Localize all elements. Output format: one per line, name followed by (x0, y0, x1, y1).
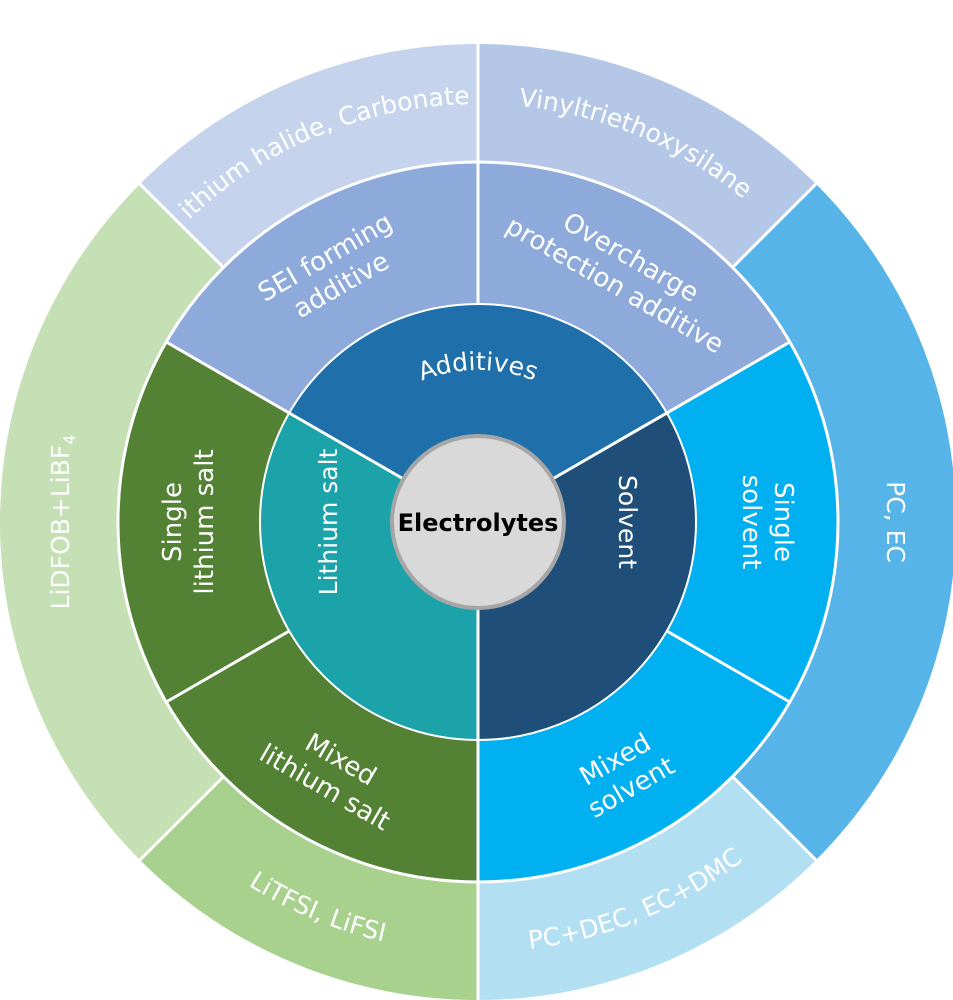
example-label-single-salt: LiDFOB+LiBF4 (46, 435, 79, 610)
ring-dividers (116, 44, 840, 1000)
divider-line (138, 182, 225, 269)
example-sector-single-salt (0, 184, 224, 860)
divider-line (165, 629, 290, 704)
center-circle (390, 434, 566, 610)
subtype-sector-single-salt (117, 342, 290, 702)
example-sector-sei (140, 44, 478, 268)
subtypes-ring (117, 162, 838, 882)
divider-line (731, 182, 818, 269)
subtype-label-single-solvent: Singlesolvent (736, 475, 798, 570)
category-sector-solvent (478, 413, 696, 740)
divider-line (731, 775, 818, 862)
category-label-lithium-salt: Lithium salt (314, 448, 343, 595)
example-sector-overcharge (478, 44, 816, 268)
example-sector-mixed-solvent (478, 776, 816, 1000)
subtype-sector-sei (166, 162, 479, 413)
category-sector-lithium-salt (260, 413, 478, 740)
subtype-label-single-salt: Singlelithium salt (158, 449, 220, 594)
example-sector-mixed-salt (140, 776, 478, 1000)
subtype-sector-single-solvent (666, 342, 838, 702)
categories-ring (260, 304, 696, 740)
subtype-sector-mixed-solvent (478, 631, 790, 882)
example-sector-single-solvent (732, 184, 953, 860)
center-label: Electrolytes (398, 509, 559, 537)
category-label-solvent: Solvent (613, 475, 642, 569)
examples-ring (0, 44, 953, 1000)
center-hub: Electrolytes (390, 434, 566, 610)
divider-line (666, 629, 791, 704)
ring-border (259, 303, 697, 741)
divider-line (165, 340, 405, 481)
subtype-sector-mixed-salt (166, 631, 479, 882)
divider-line (138, 775, 225, 862)
divider-line (551, 340, 791, 481)
category-sector-additives (289, 304, 667, 479)
ring-border (116, 160, 840, 884)
subtype-sector-overcharge (478, 162, 790, 413)
example-label-single-solvent: PC, EC (881, 481, 910, 563)
